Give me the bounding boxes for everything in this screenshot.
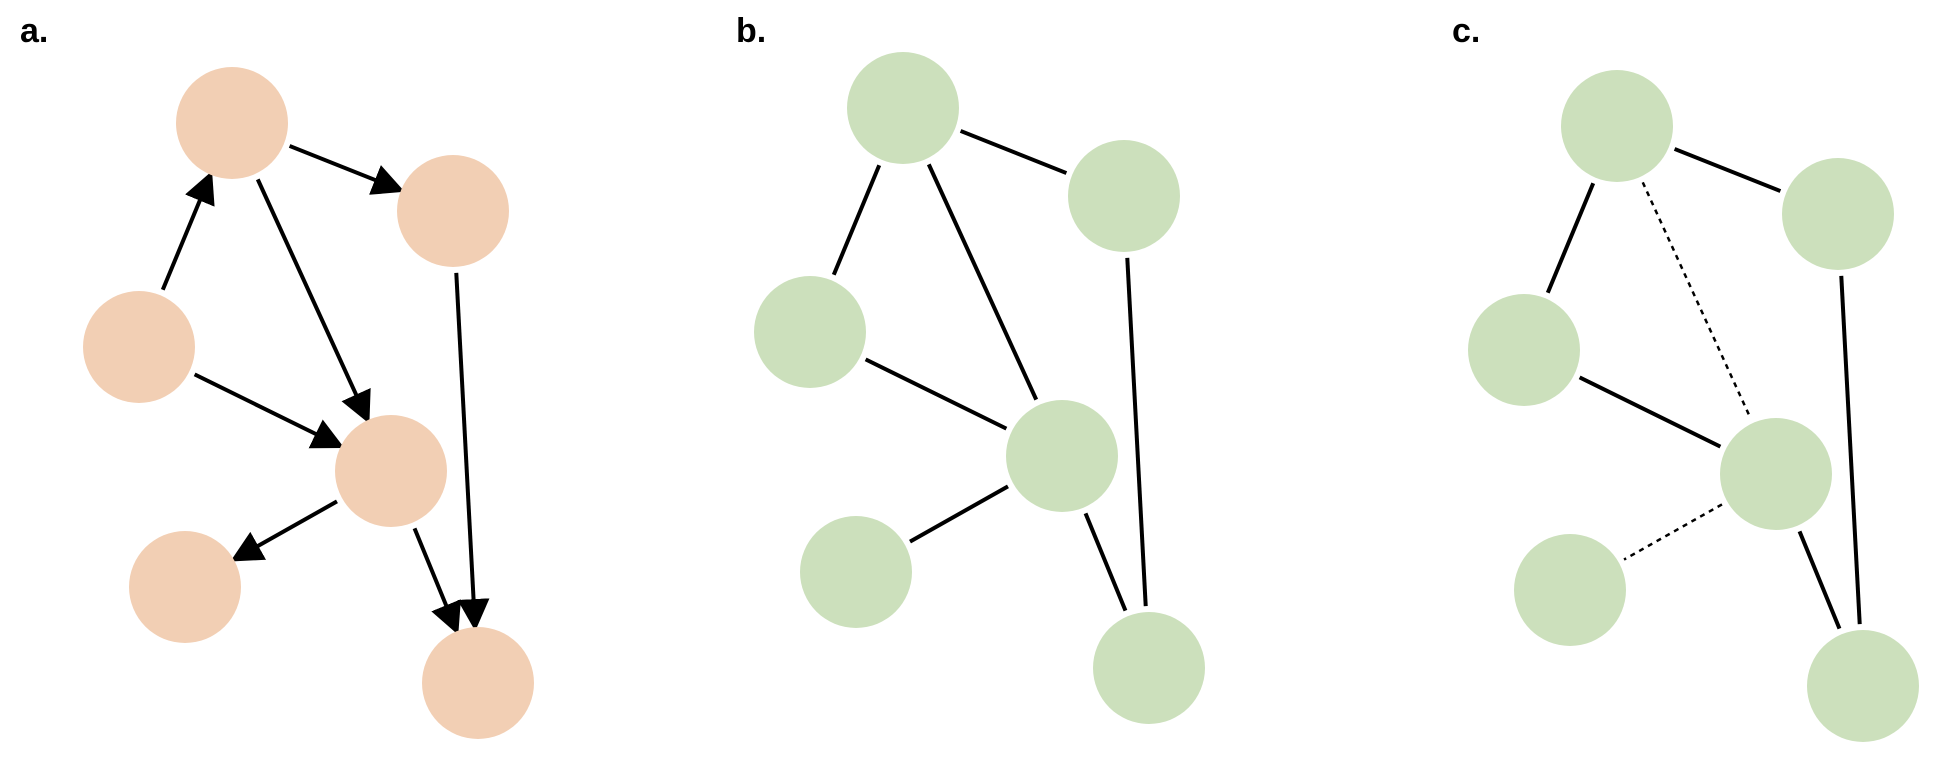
edge-n1-n2 [288,144,405,195]
edge-n4-n5 [230,499,338,562]
node-n1 [1561,70,1673,182]
edge-n2-n6 [454,272,490,632]
panel-b-edges [831,129,1148,612]
panel-c-label: c. [1452,12,1480,50]
node-n2 [1782,158,1894,270]
node-n1 [847,52,959,164]
panel-b: b. [736,12,1205,724]
edge-n4-n5 [909,484,1009,544]
panel-c-edges [1545,147,1862,630]
node-n3 [754,276,866,388]
edge-n1-n3 [1545,182,1596,294]
edge-n4-n5 [1623,503,1723,561]
edge-n1-n2 [1673,147,1782,193]
node-n4 [1006,400,1118,512]
node-n5 [800,516,912,628]
node-n5 [129,531,241,643]
node-n2 [397,155,509,267]
edge-n1-n4 [255,178,371,424]
panel-a-label: a. [20,12,48,50]
panel-a-nodes [83,67,534,739]
node-n4 [1720,418,1832,530]
edge-n3-n4 [864,357,1008,431]
edge-n3-n1 [160,171,215,291]
edge-n1-n3 [831,164,882,276]
node-n6 [1093,612,1205,724]
panel-b-nodes [754,52,1205,724]
node-n3 [83,291,195,403]
edge-n1-n4 [926,163,1039,401]
edge-n4-n6 [412,527,461,635]
edge-n2-n6 [1125,257,1148,607]
node-n4 [335,415,447,527]
panel-a-edges [160,144,490,635]
panel-c: c. [1452,12,1919,742]
edge-n1-n2 [959,129,1068,175]
edge-n3-n4 [193,372,345,449]
edge-n1-n4 [1641,181,1752,419]
panel-c-nodes [1468,70,1919,742]
panel-a: a. [20,12,534,739]
edge-n3-n4 [1578,375,1722,449]
edge-n2-n6 [1839,275,1862,625]
node-n5 [1514,534,1626,646]
node-n3 [1468,294,1580,406]
node-n6 [1807,630,1919,742]
node-n2 [1068,140,1180,252]
panel-b-label: b. [736,12,766,50]
edge-n4-n6 [1797,530,1842,630]
node-n1 [176,67,288,179]
node-n6 [422,627,534,739]
edge-n4-n6 [1083,512,1128,612]
